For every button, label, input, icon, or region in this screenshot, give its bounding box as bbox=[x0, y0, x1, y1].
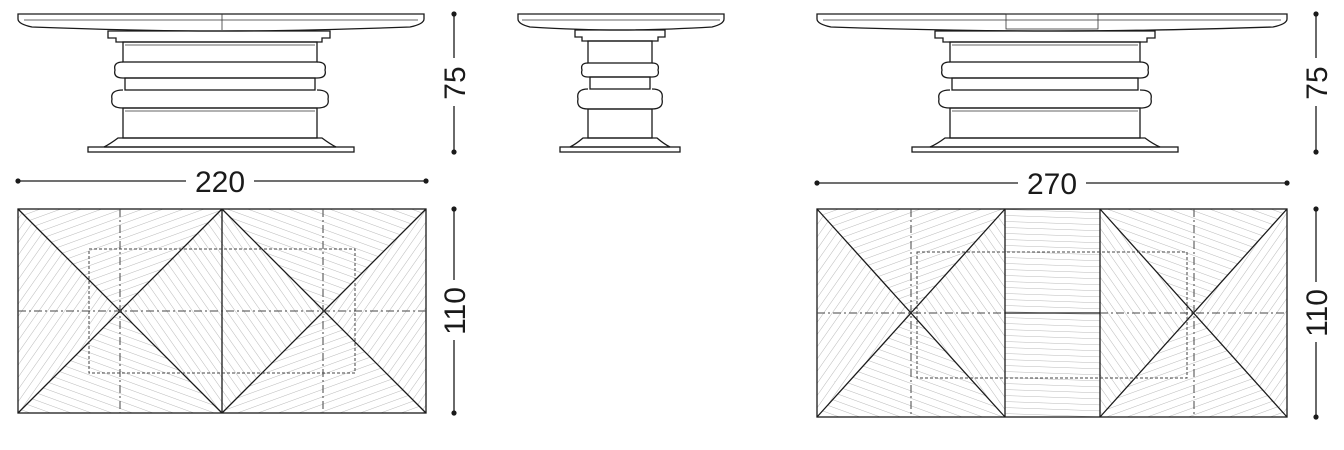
large-table-front-elevation bbox=[816, 13, 1288, 153]
dimension-large-height: 75 bbox=[1301, 11, 1334, 155]
dimension-small-width: 110 bbox=[439, 206, 472, 416]
dimension-large-width: 110 bbox=[1301, 206, 1334, 420]
large-width-label: 110 bbox=[1301, 289, 1334, 337]
small-table-plan bbox=[17, 208, 427, 414]
large-length-label: 270 bbox=[1027, 168, 1077, 201]
dimension-small-length: 220 bbox=[15, 166, 429, 199]
small-height-label: 75 bbox=[439, 66, 472, 99]
large-table-plan bbox=[816, 208, 1288, 418]
dimension-small-height: 75 bbox=[439, 11, 472, 155]
small-length-label: 220 bbox=[195, 166, 245, 199]
table-side-elevation bbox=[517, 13, 725, 153]
dimension-large-length: 270 bbox=[814, 168, 1290, 201]
small-width-label: 110 bbox=[439, 287, 472, 335]
small-table-front-elevation bbox=[17, 13, 425, 153]
large-height-label: 75 bbox=[1301, 66, 1334, 99]
